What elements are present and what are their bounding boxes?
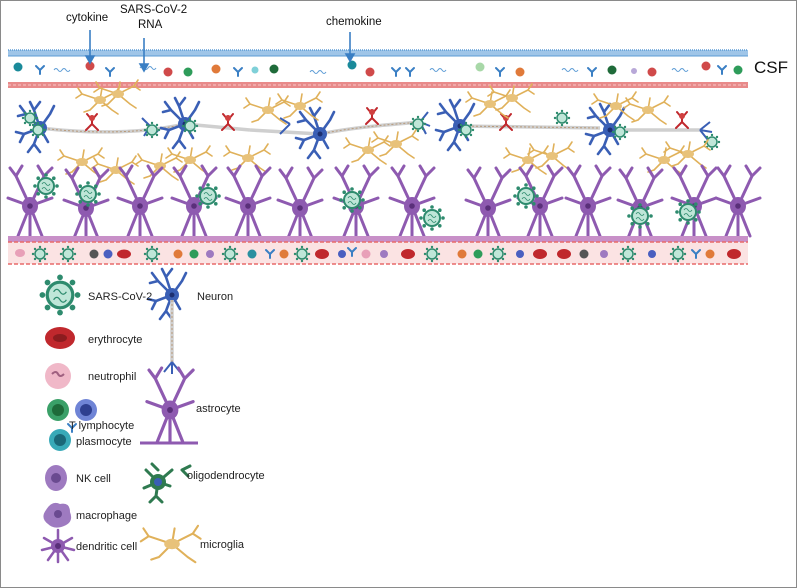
oligodendrocyte-icon [142, 462, 192, 504]
chemokine-label: chemokine [326, 16, 382, 28]
legend-neutrophil-label: neutrophil [88, 371, 137, 383]
astrocyte-layer [6, 164, 762, 240]
csf-particles [13, 60, 743, 77]
csf-layer [8, 49, 748, 88]
legend-macrophage-label: macrophage [76, 510, 138, 522]
legend-nk-cell-label: NK cell [76, 473, 111, 485]
legend-microglia-label: microglia [200, 539, 245, 551]
legend-neuron-label: Neuron [197, 291, 234, 303]
blood-vessel-layer [8, 236, 748, 265]
legend-erythrocyte-label: erythrocyte [88, 334, 143, 346]
csf-membrane [8, 50, 748, 56]
legend-oligodendrocyte-label: oligodendrocyte [187, 470, 265, 482]
csf-label: CSF [754, 58, 788, 77]
neuron-legend-icon [146, 267, 188, 374]
sars-rna-label-line2: RNA [138, 19, 163, 31]
microglia-legend-icon [139, 524, 202, 564]
cytokine-label: cytokine [66, 12, 109, 24]
astrocyte-legend-icon [140, 366, 198, 445]
legend-sars-label: SARS-CoV-2 [88, 291, 153, 303]
neuron-layer [14, 79, 721, 185]
legend-dendritic-cell-label: dendritic cell [76, 541, 138, 553]
annotation-arrows [84, 30, 356, 73]
sars-rna-label-line1: SARS-CoV-2 [120, 4, 188, 16]
legend-plasmocyte-label: plasmocyte [76, 436, 132, 448]
neutrophil-icon [45, 363, 71, 389]
legend-t-lymphocyte-label: T lymphocyte [69, 420, 135, 432]
legend-icons [37, 267, 202, 564]
dendritic-cell-icon [40, 528, 76, 564]
legend-astrocyte-label: astrocyte [196, 403, 241, 415]
